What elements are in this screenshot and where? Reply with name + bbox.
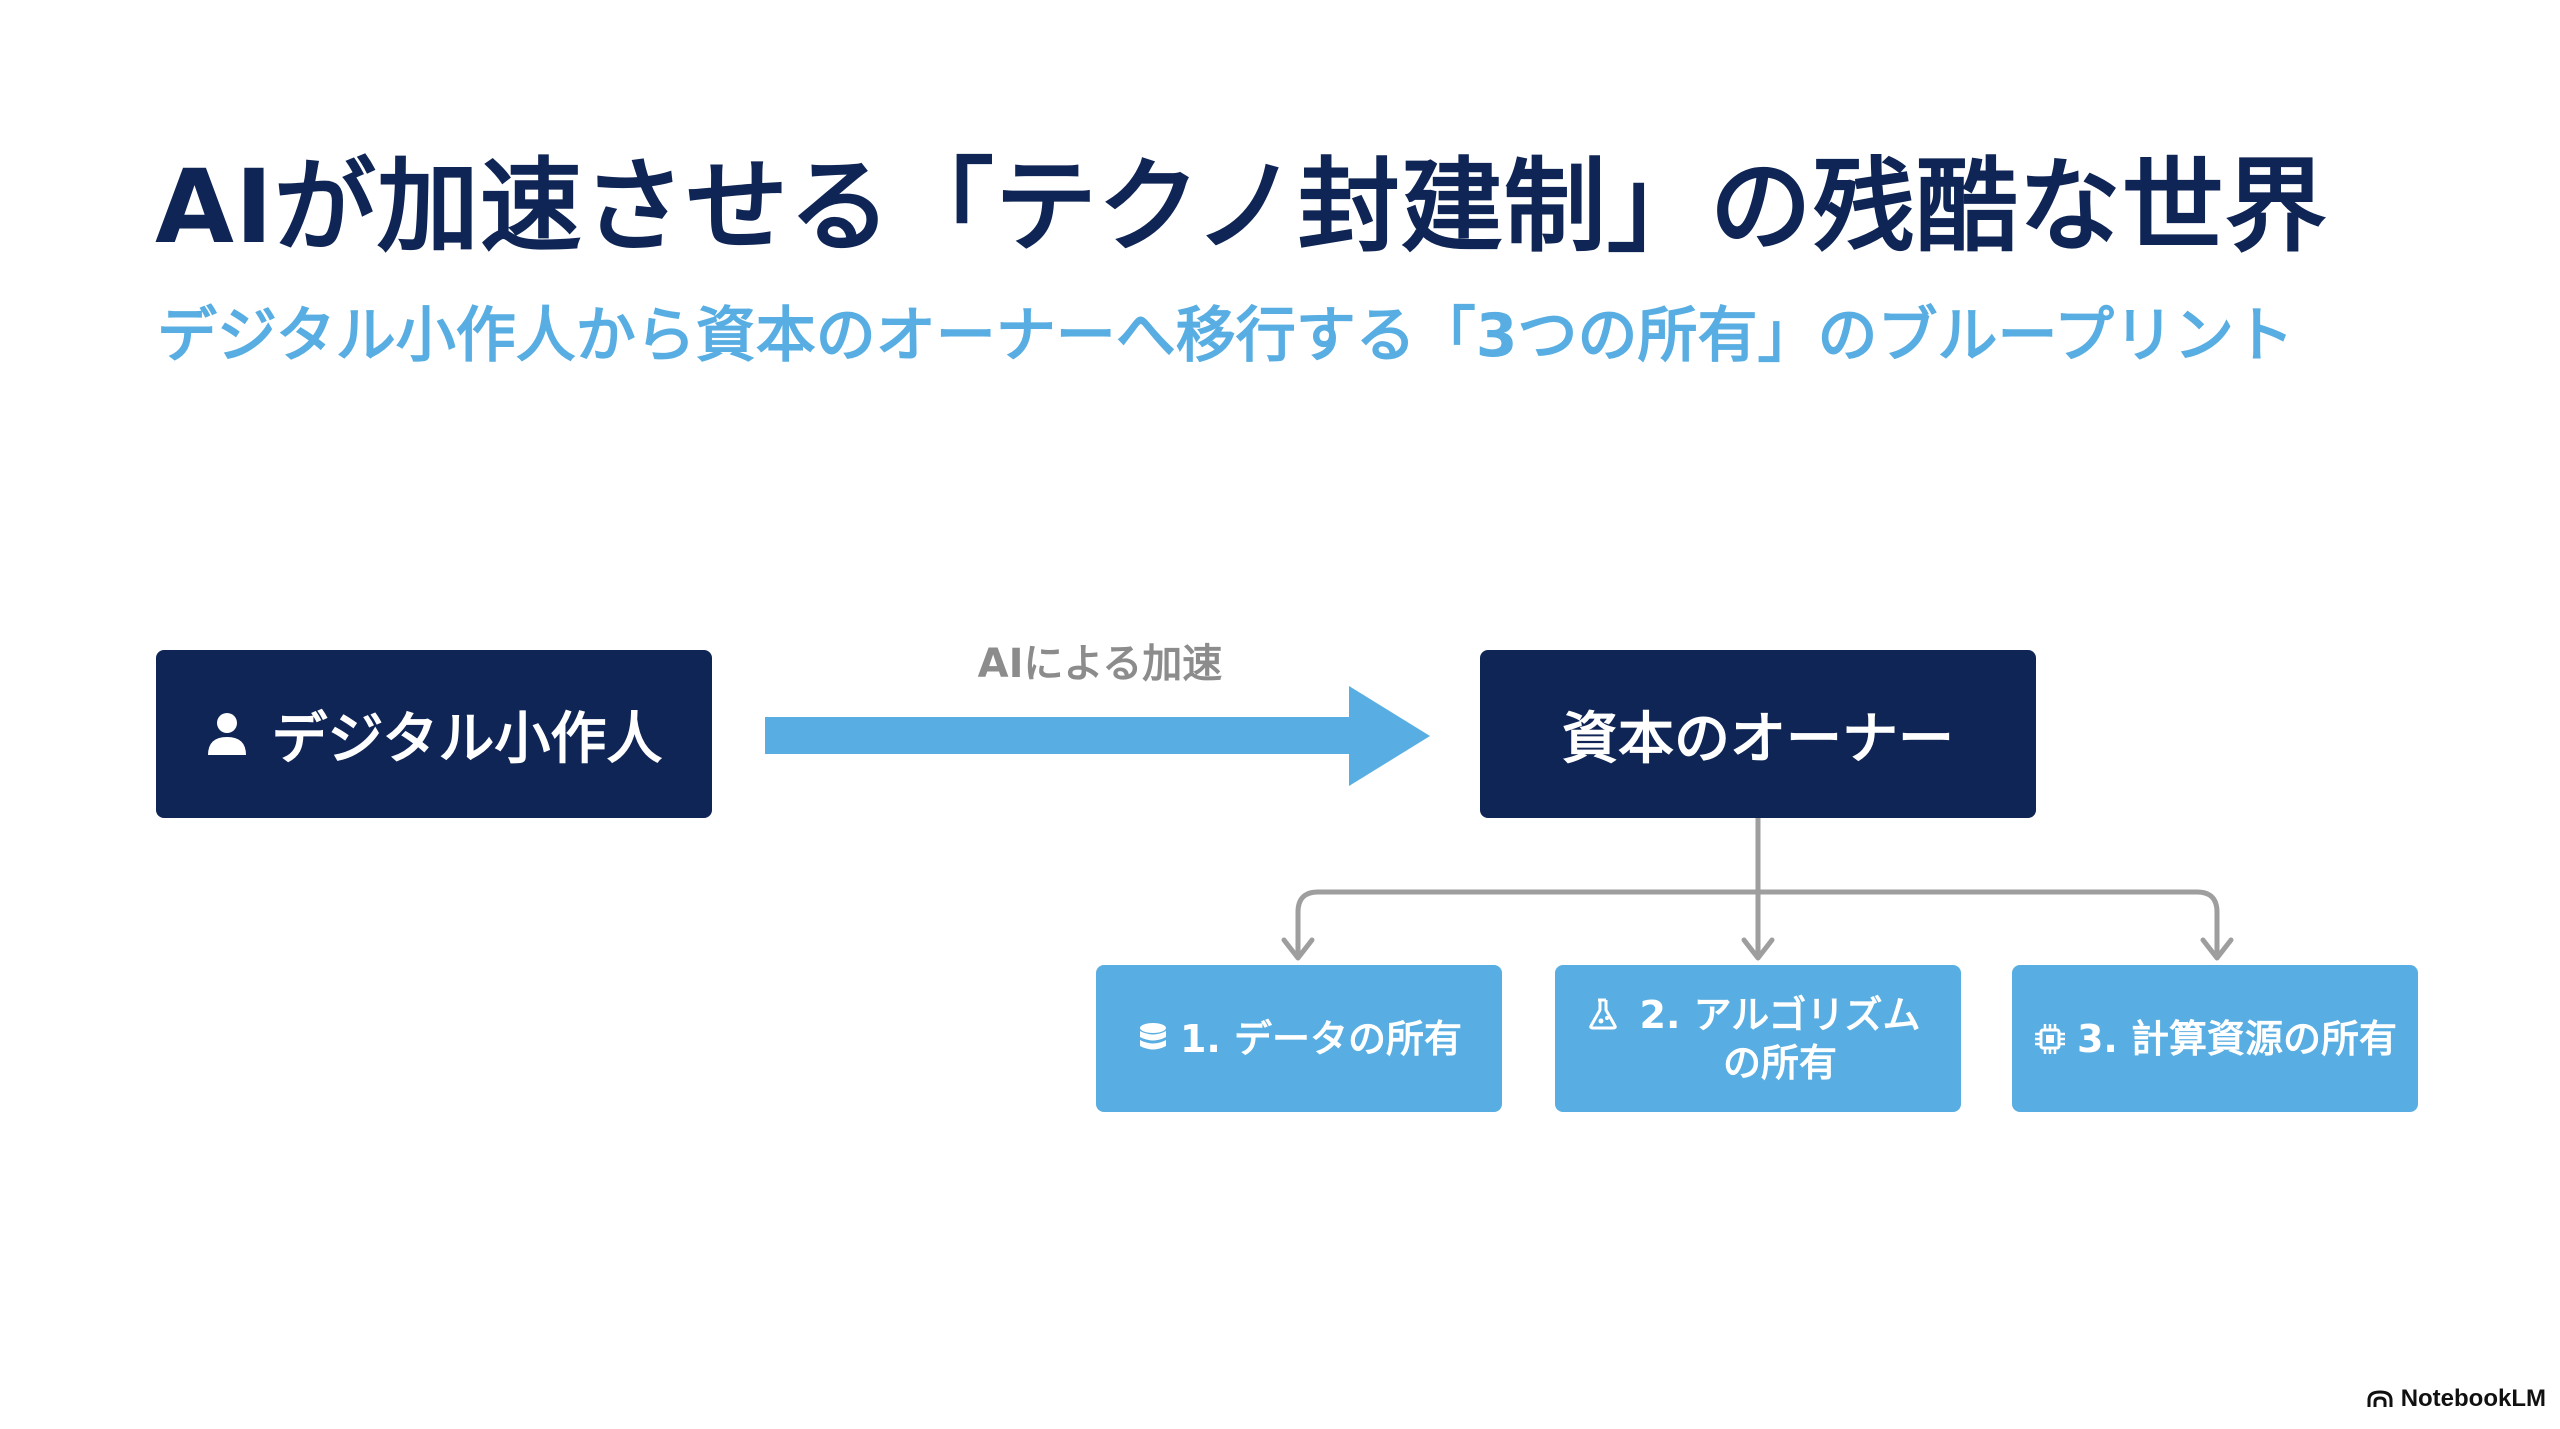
notebooklm-icon [2367, 1390, 2393, 1407]
page-subtitle: デジタル小作人から資本のオーナーへ移行する「3つの所有」のブループリント [157, 301, 2294, 371]
child-node-label: 2. アルゴリズムの所有 [1639, 992, 1921, 1085]
source-node-label: デジタル小作人 [271, 706, 663, 772]
child-node-data: 1. データの所有 [1096, 965, 1502, 1112]
child-node-algorithm: 2. アルゴリズムの所有 [1555, 965, 1961, 1112]
target-node-label: 資本のオーナー [1562, 706, 1954, 772]
flask-icon [1589, 998, 1617, 1029]
child-node-label: 1. データの所有 [1179, 1016, 1463, 1061]
person-icon [207, 713, 246, 755]
child-node-label: 3. 計算資源の所有 [2076, 1016, 2398, 1061]
tree-connector [1281, 815, 2234, 961]
chip-icon [2034, 1023, 2065, 1054]
child-node-compute: 3. 計算資源の所有 [2012, 965, 2418, 1112]
acceleration-arrow [765, 686, 1430, 786]
notebooklm-watermark: NotebookLM [2367, 1385, 2546, 1413]
watermark-label: NotebookLM [2400, 1385, 2546, 1412]
database-icon [1139, 1022, 1166, 1049]
target-node: 資本のオーナー [1480, 650, 2036, 818]
page-title: AIが加速させる「テクノ封建制」の残酷な世界 [155, 148, 2328, 267]
arrow-label: AIによる加速 [977, 641, 1223, 687]
source-node: デジタル小作人 [156, 650, 712, 818]
